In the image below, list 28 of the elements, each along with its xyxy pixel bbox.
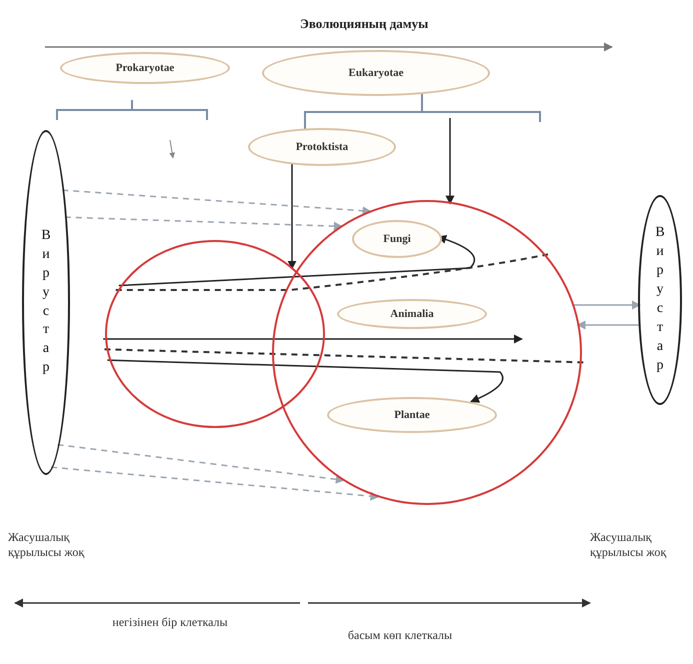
node-label: Вирустар <box>654 224 666 375</box>
dashed-arrow <box>62 189 372 216</box>
arrow <box>107 359 504 403</box>
virus-ellipse <box>638 195 682 405</box>
node-label: Animalia <box>390 306 434 322</box>
node-label: Fungi <box>383 232 411 247</box>
group-circle <box>105 240 325 428</box>
text-label: Жасушалық құрылысы жоқ <box>8 530 86 560</box>
dashed-arrow <box>64 216 343 231</box>
node-label: Prokaryotae <box>116 60 174 76</box>
dashed-arrow <box>57 444 345 484</box>
text-label: Жасушалық құрылысы жоқ <box>590 530 668 560</box>
dashed-connector-line <box>116 253 548 291</box>
group-circle <box>272 200 582 505</box>
arrow <box>118 235 475 286</box>
text-label: басым көп клеткалы <box>346 628 454 643</box>
arrow <box>576 320 641 330</box>
arrow <box>103 334 523 344</box>
virus-ellipse <box>22 130 70 475</box>
node-label: Protoktista <box>296 140 348 155</box>
dashed-connector-line <box>104 348 584 364</box>
node-label: Вирустар <box>40 226 52 378</box>
text-label: негізінен бір клеткалы <box>111 615 229 630</box>
dashed-arrow <box>51 466 380 501</box>
diagram-title: Эволюцияның дамуы <box>300 15 428 33</box>
node-label: Plantae <box>394 408 430 423</box>
node-label: Eukaryotae <box>348 66 404 81</box>
arrow <box>572 300 641 310</box>
